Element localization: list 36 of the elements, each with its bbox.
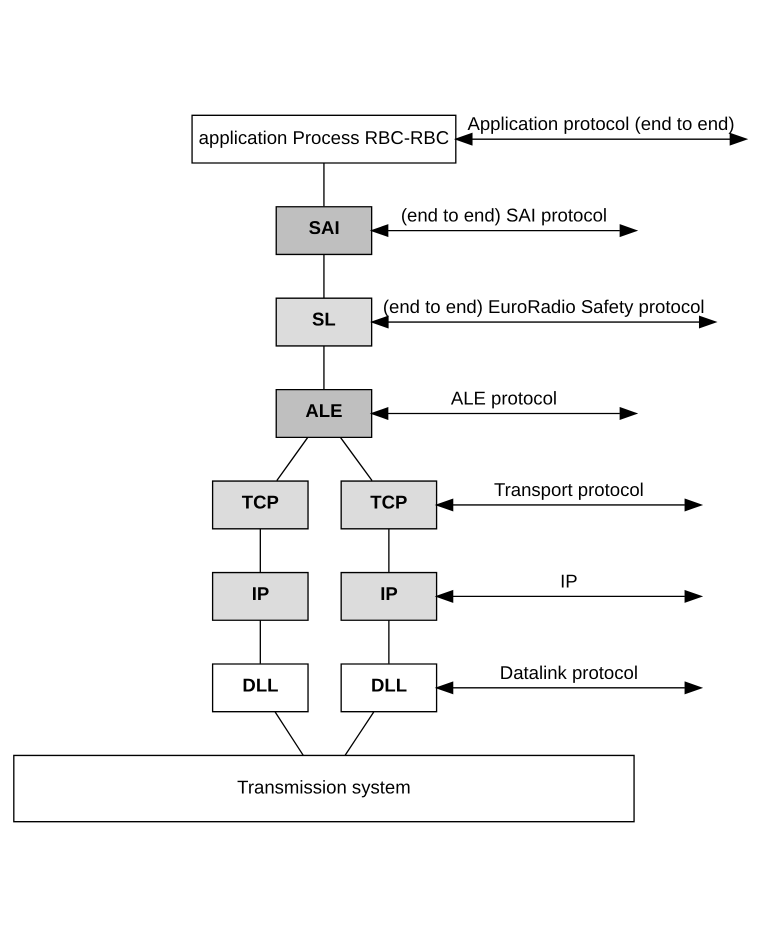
edge-label: ALE protocol <box>450 387 558 408</box>
arrow <box>370 407 638 420</box>
connector <box>260 620 261 664</box>
connector <box>323 163 325 206</box>
edge-label: (end to end) SAI protocol <box>400 204 608 226</box>
edge-label: Application protocol (end to end) <box>467 113 735 134</box>
node-box: Transmission system <box>13 754 635 822</box>
node-box: TCP <box>340 480 438 530</box>
arrow <box>454 132 748 146</box>
edge-label: Datalink protocol <box>500 662 638 683</box>
node-box: IP <box>340 572 438 621</box>
arrow <box>434 590 704 603</box>
connector <box>323 346 325 390</box>
node-box: SAI <box>276 206 372 256</box>
edge-label: IP <box>560 570 578 592</box>
connector <box>344 712 374 756</box>
connector <box>276 437 308 481</box>
connector <box>260 529 261 572</box>
node-box: TCP <box>212 480 309 530</box>
edge-label: (end to end) EuroRadio Safety protocol <box>382 296 705 318</box>
arrow <box>434 681 704 694</box>
node-box: DLL <box>340 663 438 712</box>
arrow <box>370 316 718 329</box>
connector <box>340 437 373 481</box>
node-box: ALE <box>276 388 372 438</box>
edge-label: Transport protocol <box>494 478 644 500</box>
arrow <box>434 498 704 512</box>
connector <box>274 712 304 756</box>
node-box: IP <box>212 572 309 621</box>
connector <box>388 620 390 664</box>
node-box: DLL <box>212 663 309 712</box>
connector <box>323 254 325 298</box>
node-box: application Process RBC-RBC <box>191 114 456 164</box>
connector <box>388 529 390 572</box>
node-box: SL <box>276 298 372 347</box>
arrow <box>370 224 638 238</box>
